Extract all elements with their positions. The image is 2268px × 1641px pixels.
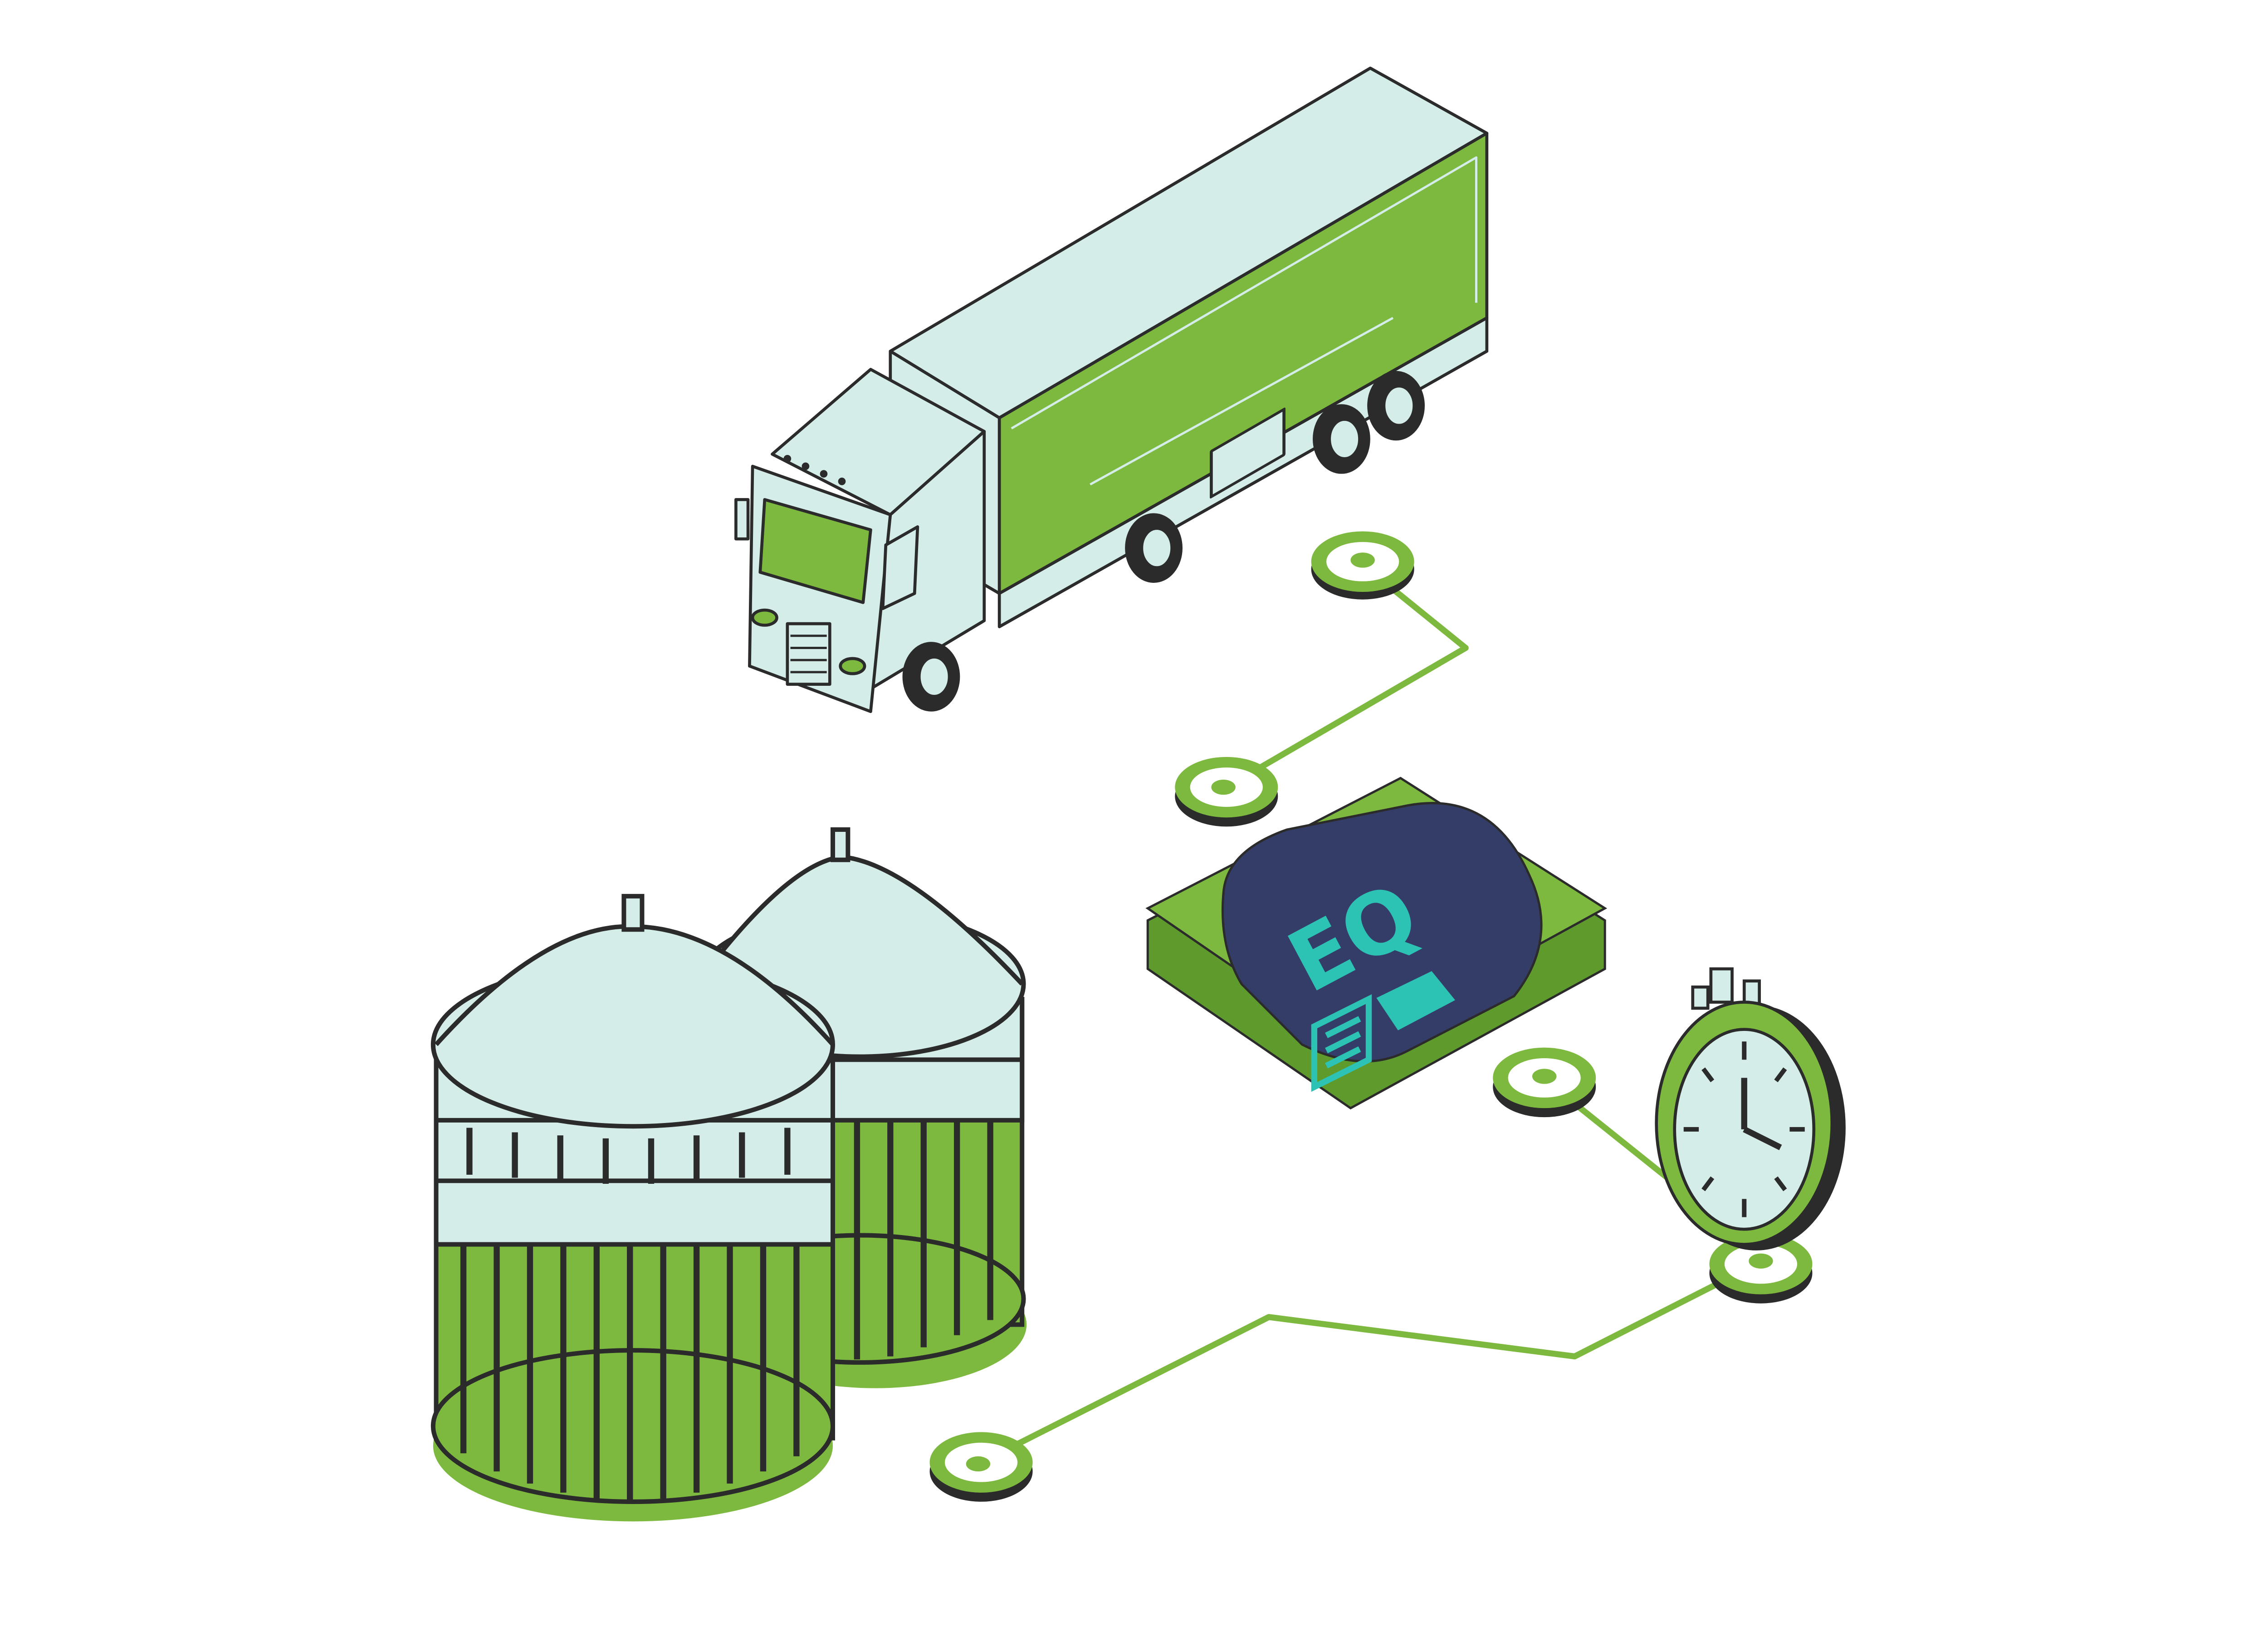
windshield — [758, 498, 872, 604]
stopwatch-icon — [1655, 967, 1846, 1250]
connector-node-icon — [1709, 1234, 1813, 1304]
connector-node-icon — [1493, 1047, 1596, 1118]
connector-node-icon — [929, 1432, 1033, 1502]
connector-clock-to-silo — [982, 1261, 1758, 1464]
connector-node-icon — [1175, 757, 1278, 827]
document-arrow-icon — [1311, 971, 1456, 1092]
side-window — [881, 525, 919, 610]
silo-icon — [430, 827, 1027, 1522]
connector-node-icon — [1311, 531, 1414, 600]
truck-wheels — [902, 371, 1425, 712]
connector-truck-to-badge — [1225, 562, 1469, 790]
truck-icon — [734, 66, 1489, 713]
eq-badge: EQ — [1145, 777, 1608, 1110]
